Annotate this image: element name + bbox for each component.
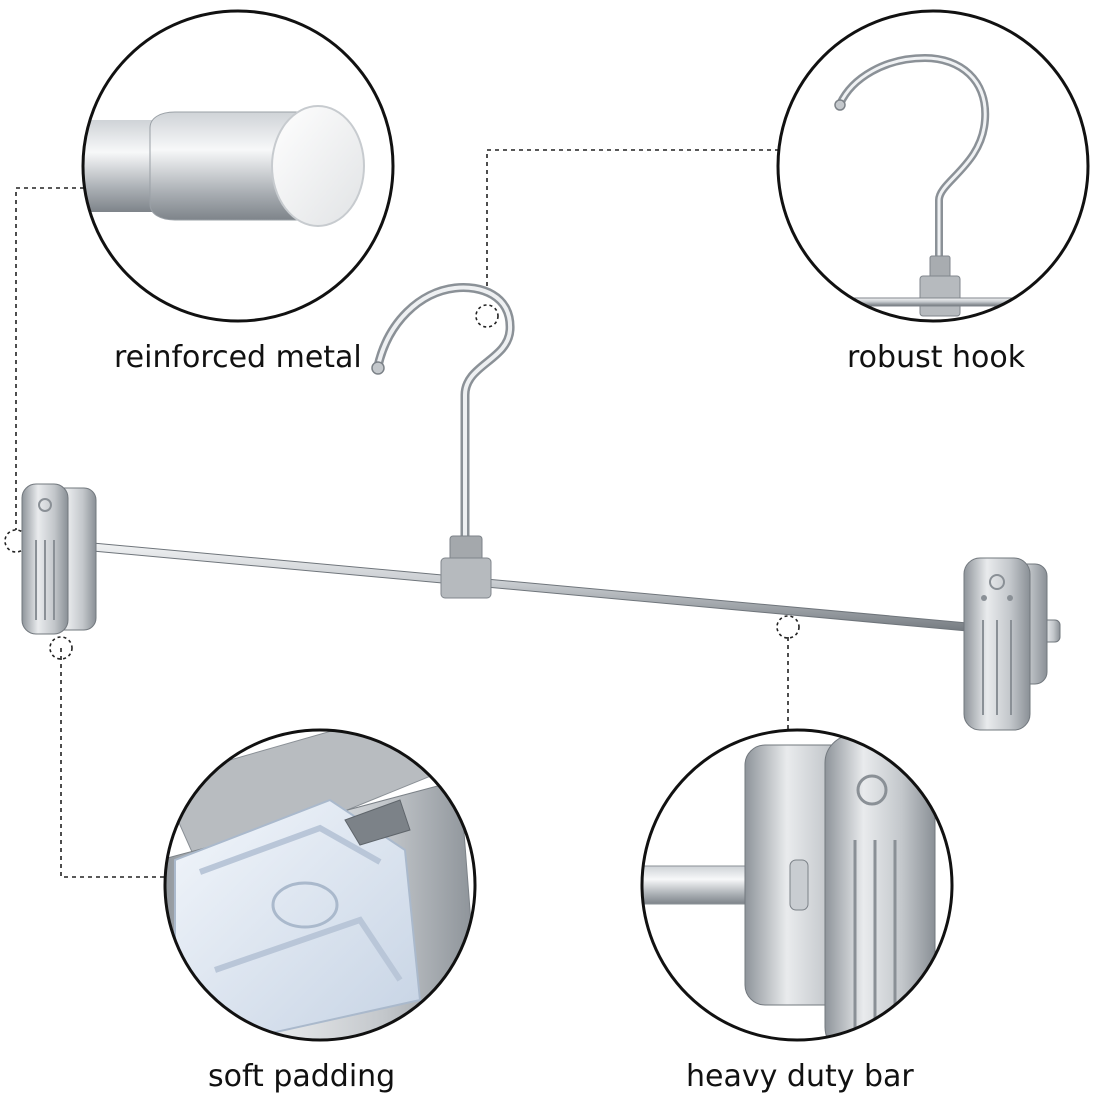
right-clip (963, 557, 1061, 731)
label-soft-padding: soft padding (208, 1059, 396, 1094)
detail-reinforced-metal (83, 11, 393, 321)
label-robust-hook: robust hook (847, 340, 1026, 375)
main-hanger (21, 283, 1061, 731)
detail-heavy-duty-bar (642, 730, 952, 1040)
left-clip (21, 483, 97, 635)
detail-robust-hook (778, 11, 1088, 321)
label-heavy-duty-bar: heavy duty bar (686, 1059, 914, 1094)
detail-soft-padding (165, 730, 475, 1040)
connector-lines (15, 149, 789, 878)
label-reinforced-metal: reinforced metal (114, 340, 362, 375)
